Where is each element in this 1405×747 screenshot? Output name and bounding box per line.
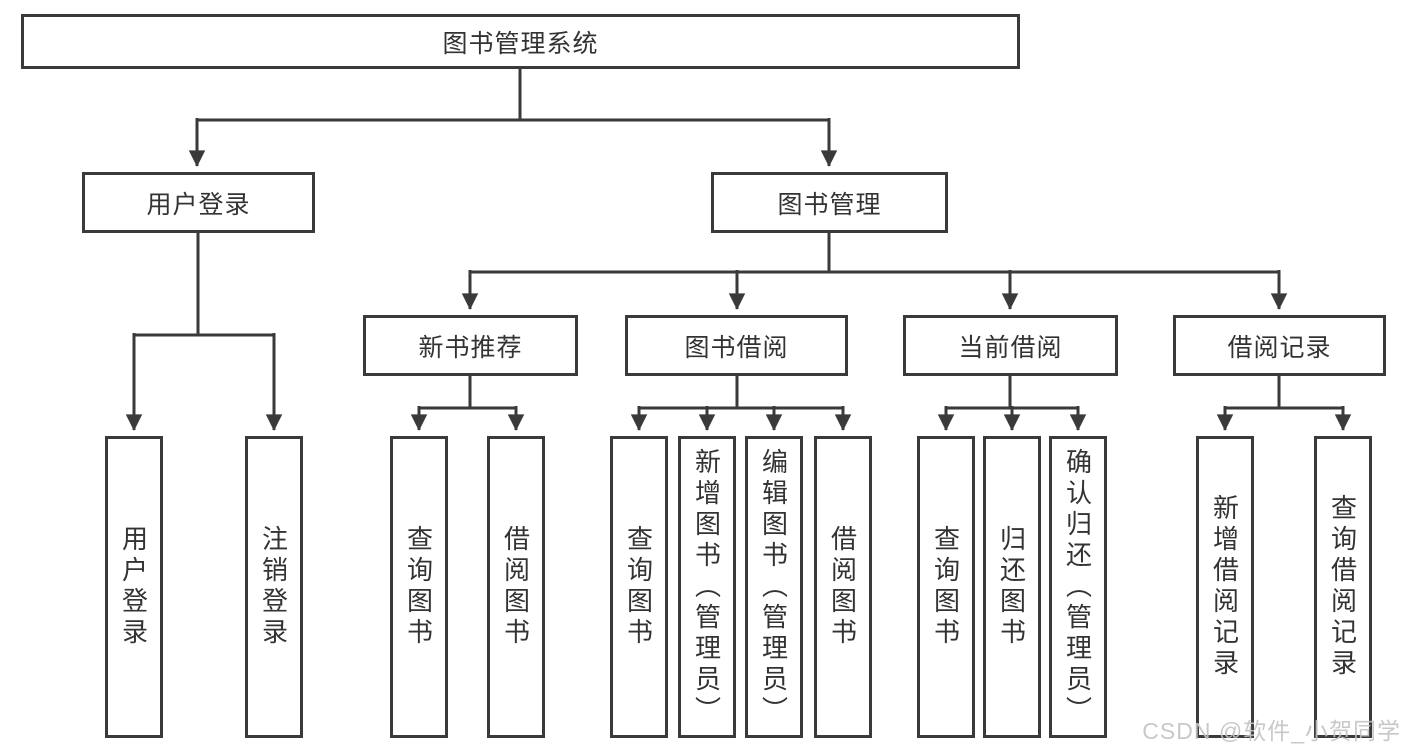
leaf-confirm-return-admin: 确认归还（管理员） [1049, 436, 1107, 738]
node-new-book-recommend-label: 新书推荐 [418, 333, 523, 362]
leaf-user-login: 用户登录 [105, 436, 163, 738]
node-book-management-label: 图书管理 [777, 190, 882, 219]
leaf-add-borrow-record: 新增借阅记录 [1196, 436, 1254, 738]
leaf-query-book-current-label: 查询图书 [930, 525, 961, 649]
leaf-return-book-label: 归还图书 [996, 525, 1027, 649]
leaf-return-book: 归还图书 [983, 436, 1041, 738]
leaf-borrow-book-recommend-label: 借阅图书 [500, 525, 531, 649]
leaf-query-book-current: 查询图书 [917, 436, 975, 738]
csdn-watermark: CSDN @软件_小贺同学 [1142, 718, 1401, 744]
leaf-query-borrow-record-label: 查询借阅记录 [1327, 494, 1358, 680]
leaf-add-borrow-record-label: 新增借阅记录 [1209, 494, 1240, 680]
leaf-user-login-label: 用户登录 [118, 525, 149, 649]
leaf-query-borrow-record: 查询借阅记录 [1314, 436, 1372, 738]
leaf-logout: 注销登录 [245, 436, 303, 738]
node-book-borrow: 图书借阅 [625, 315, 848, 376]
leaf-query-book-borrow: 查询图书 [610, 436, 668, 738]
leaf-confirm-return-admin-label: 确认归还（管理员） [1062, 447, 1093, 727]
node-book-borrow-label: 图书借阅 [684, 333, 789, 362]
leaf-add-book-admin: 新增图书（管理员） [678, 436, 736, 738]
node-borrow-record: 借阅记录 [1173, 315, 1386, 376]
node-borrow-record-label: 借阅记录 [1227, 333, 1332, 362]
node-current-borrow: 当前借阅 [903, 315, 1118, 376]
leaf-query-book-recommend: 查询图书 [390, 436, 448, 738]
leaf-logout-label: 注销登录 [258, 525, 289, 649]
node-new-book-recommend: 新书推荐 [363, 315, 578, 376]
leaf-borrow-book-label: 借阅图书 [827, 525, 858, 649]
leaf-add-book-admin-label: 新增图书（管理员） [691, 447, 722, 727]
leaf-borrow-book-recommend: 借阅图书 [487, 436, 545, 738]
node-user-login-label: 用户登录 [146, 190, 251, 219]
node-current-borrow-label: 当前借阅 [958, 333, 1063, 362]
root-node-label: 图书管理系统 [442, 29, 599, 58]
leaf-query-book-borrow-label: 查询图书 [623, 525, 654, 649]
leaf-borrow-book: 借阅图书 [814, 436, 872, 738]
node-user-login: 用户登录 [82, 172, 315, 233]
node-book-management: 图书管理 [711, 172, 948, 233]
leaf-edit-book-admin-label: 编辑图书（管理员） [758, 447, 789, 727]
leaf-edit-book-admin: 编辑图书（管理员） [745, 436, 803, 738]
root-node-library-system: 图书管理系统 [21, 14, 1020, 69]
leaf-query-book-recommend-label: 查询图书 [403, 525, 434, 649]
